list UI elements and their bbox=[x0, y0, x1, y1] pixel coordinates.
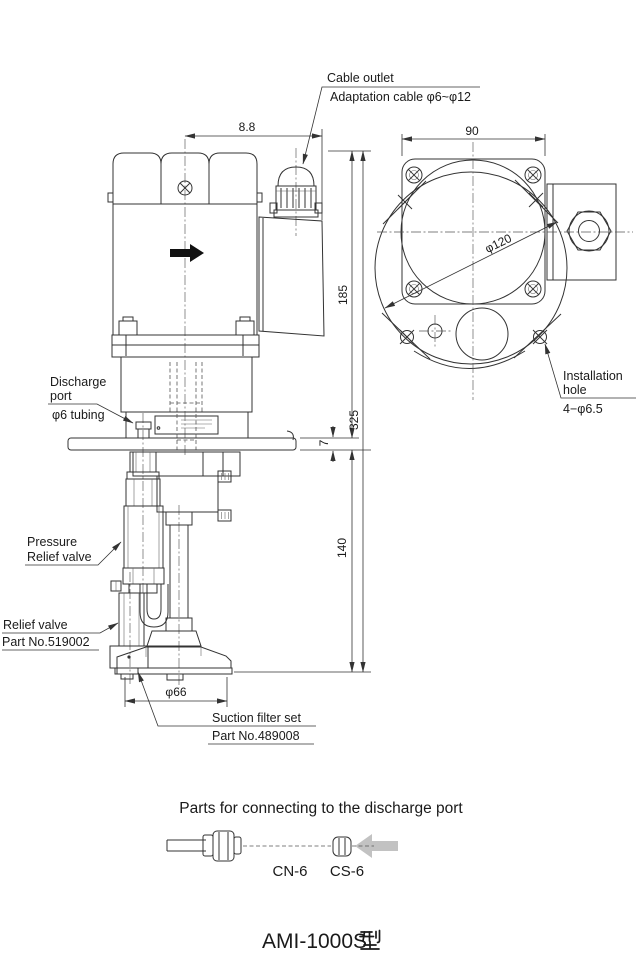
top-view bbox=[374, 142, 633, 400]
dim-90: 90 bbox=[465, 124, 479, 138]
dim-7: 7 bbox=[317, 439, 331, 446]
lower-pump-assembly bbox=[109, 451, 241, 681]
discharge-port-fitting bbox=[135, 421, 152, 439]
rotation-direction-arrow-icon bbox=[170, 244, 204, 262]
discharge-port-label: Discharge bbox=[50, 375, 106, 389]
parts-section-title: Parts for connecting to the discharge po… bbox=[179, 800, 463, 817]
installation-hole-label2: hole bbox=[563, 383, 587, 397]
relief-valve bbox=[109, 592, 149, 680]
parts-section: Parts for connecting to the discharge po… bbox=[166, 800, 463, 880]
tubing-label: φ6 tubing bbox=[52, 408, 105, 422]
part-cn6-label: CN-6 bbox=[272, 863, 307, 880]
suction-opening bbox=[455, 307, 509, 361]
part-cs6-label: CS-6 bbox=[330, 863, 364, 880]
dim-325: 325 bbox=[347, 410, 361, 430]
pump-head bbox=[120, 356, 253, 452]
mounting-plate bbox=[67, 430, 297, 451]
relief-valve-label: Relief valve bbox=[3, 618, 68, 632]
insert-direction-arrow-icon bbox=[355, 834, 398, 858]
installation-holes bbox=[397, 192, 548, 345]
pressure-relief-valve bbox=[110, 451, 165, 594]
dim-140: 140 bbox=[335, 538, 349, 558]
kanji-model-suffix-icon bbox=[359, 929, 381, 950]
discharge-port-label2: port bbox=[50, 389, 72, 403]
fitting-drawing bbox=[166, 830, 398, 862]
pressure-relief-label2: Relief valve bbox=[27, 550, 92, 564]
centerlines bbox=[129, 139, 297, 688]
vent-screw-icon bbox=[177, 180, 193, 196]
dim-phi120: φ120 bbox=[483, 231, 514, 256]
mounting-plate-outline bbox=[374, 171, 568, 365]
callout-labels: Cable outlet Adaptation cable φ6~φ12 Dis… bbox=[2, 71, 636, 745]
suction-filter-part-label: Part No.489008 bbox=[212, 729, 300, 743]
hidden-shaft-lines bbox=[169, 362, 203, 452]
model-title: AMI-1000S bbox=[262, 929, 381, 953]
cable-outlet-label: Cable outlet bbox=[327, 71, 394, 85]
suction-filter-label: Suction filter set bbox=[212, 711, 301, 725]
pressure-relief-label: Pressure bbox=[27, 535, 77, 549]
terminal-box bbox=[258, 216, 325, 337]
front-view bbox=[67, 139, 325, 688]
installation-hole-label: Installation bbox=[563, 369, 623, 383]
dimensions: 8.8 90 185 325 140 7 φ66 φ120 bbox=[124, 120, 558, 707]
model-name-text: AMI-1000S bbox=[262, 930, 367, 953]
suction-filter bbox=[114, 630, 233, 681]
installation-hole-count-label: 4−φ6.5 bbox=[563, 402, 603, 416]
adaptation-cable-label: Adaptation cable φ6~φ12 bbox=[330, 90, 471, 104]
dim-8-8: 8.8 bbox=[239, 120, 256, 134]
cable-gland bbox=[269, 166, 323, 218]
dim-185: 185 bbox=[336, 285, 350, 305]
relief-valve-part-label: Part No.519002 bbox=[2, 635, 90, 649]
dim-phi66: φ66 bbox=[165, 685, 186, 699]
